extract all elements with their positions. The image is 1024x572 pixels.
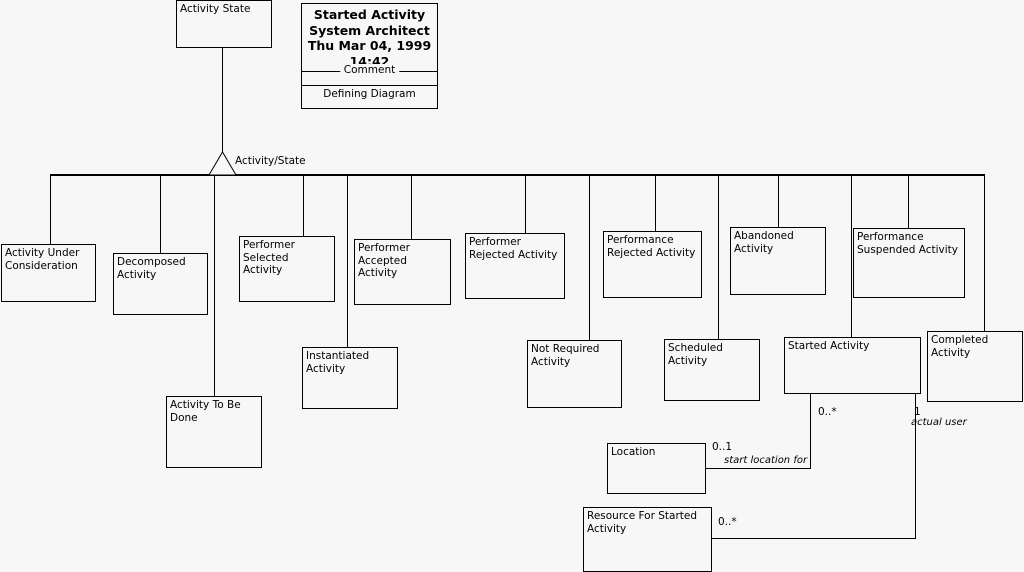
drop-line-instantiated-activity <box>347 176 348 347</box>
class-activity-state[interactable]: Activity State <box>176 0 272 48</box>
drop-line-performer-selected-activity <box>303 176 304 236</box>
title-header-text: Started Activity System Architect Thu Ma… <box>307 7 432 69</box>
class-abandoned-activity[interactable]: Abandoned Activity <box>730 227 826 295</box>
class-started-activity[interactable]: Started Activity <box>784 337 921 394</box>
drop-line-scheduled-activity <box>718 176 719 339</box>
class-performer-selected-activity[interactable]: Performer Selected Activity <box>239 236 335 302</box>
generalization-bus <box>50 174 985 176</box>
multiplicity-location: 0..1 <box>712 441 733 453</box>
class-scheduled-activity[interactable]: Scheduled Activity <box>664 339 760 401</box>
class-activity-under-consideration[interactable]: Activity Under Consideration <box>1 244 96 302</box>
assoc-line-started-to-location-vertical <box>810 394 811 469</box>
drop-line-activity-under-consideration <box>50 176 51 245</box>
class-performer-accepted-activity[interactable]: Performer Accepted Activity <box>354 239 451 305</box>
comment-divider: Comment <box>302 64 437 85</box>
generalization-stem <box>222 48 223 153</box>
generalization-triangle <box>208 151 237 176</box>
class-decomposed-activity[interactable]: Decomposed Activity <box>113 253 208 315</box>
class-activity-to-be-done[interactable]: Activity To Be Done <box>166 396 262 468</box>
class-resource-for-started-activity[interactable]: Resource For Started Activity <box>583 507 712 572</box>
drop-line-activity-to-be-done <box>214 176 215 396</box>
comment-label: Comment <box>339 64 400 77</box>
discriminator-label: Activity/State <box>235 155 306 167</box>
drop-line-performer-rejected-activity <box>525 176 526 233</box>
multiplicity-started-left: 0..* <box>818 406 837 418</box>
class-performer-rejected-activity[interactable]: Performer Rejected Activity <box>465 233 565 299</box>
drop-line-performance-rejected-activity <box>655 176 656 231</box>
multiplicity-resource: 0..* <box>718 516 737 528</box>
class-not-required-activity[interactable]: Not Required Activity <box>527 340 622 408</box>
drop-line-performer-accepted-activity <box>411 176 412 239</box>
class-instantiated-activity[interactable]: Instantiated Activity <box>302 347 398 409</box>
drop-line-started-activity <box>851 176 852 337</box>
drop-line-not-required-activity <box>589 176 590 340</box>
assoc-line-started-to-location-horizontal <box>706 468 811 469</box>
defining-diagram-label: Defining Diagram <box>302 85 437 104</box>
role-actual-user: actual user <box>911 417 967 428</box>
class-completed-activity[interactable]: Completed Activity <box>927 331 1023 402</box>
drop-line-performance-suspended-activity <box>908 176 909 228</box>
assoc-line-started-to-resource-horizontal <box>712 538 916 539</box>
class-performance-suspended-activity[interactable]: Performance Suspended Activity <box>853 228 965 298</box>
drop-line-abandoned-activity <box>778 176 779 227</box>
assoc-line-started-to-resource-vertical <box>915 394 916 539</box>
diagram-title-block: Started Activity System Architect Thu Ma… <box>301 3 438 109</box>
class-location[interactable]: Location <box>607 443 706 494</box>
drop-line-completed-activity <box>984 176 985 331</box>
role-start-location-for: start location for <box>724 455 808 466</box>
multiplicity-started-right: 1 <box>914 406 921 418</box>
class-performance-rejected-activity[interactable]: Performance Rejected Activity <box>603 231 702 298</box>
drop-line-decomposed-activity <box>160 176 161 254</box>
